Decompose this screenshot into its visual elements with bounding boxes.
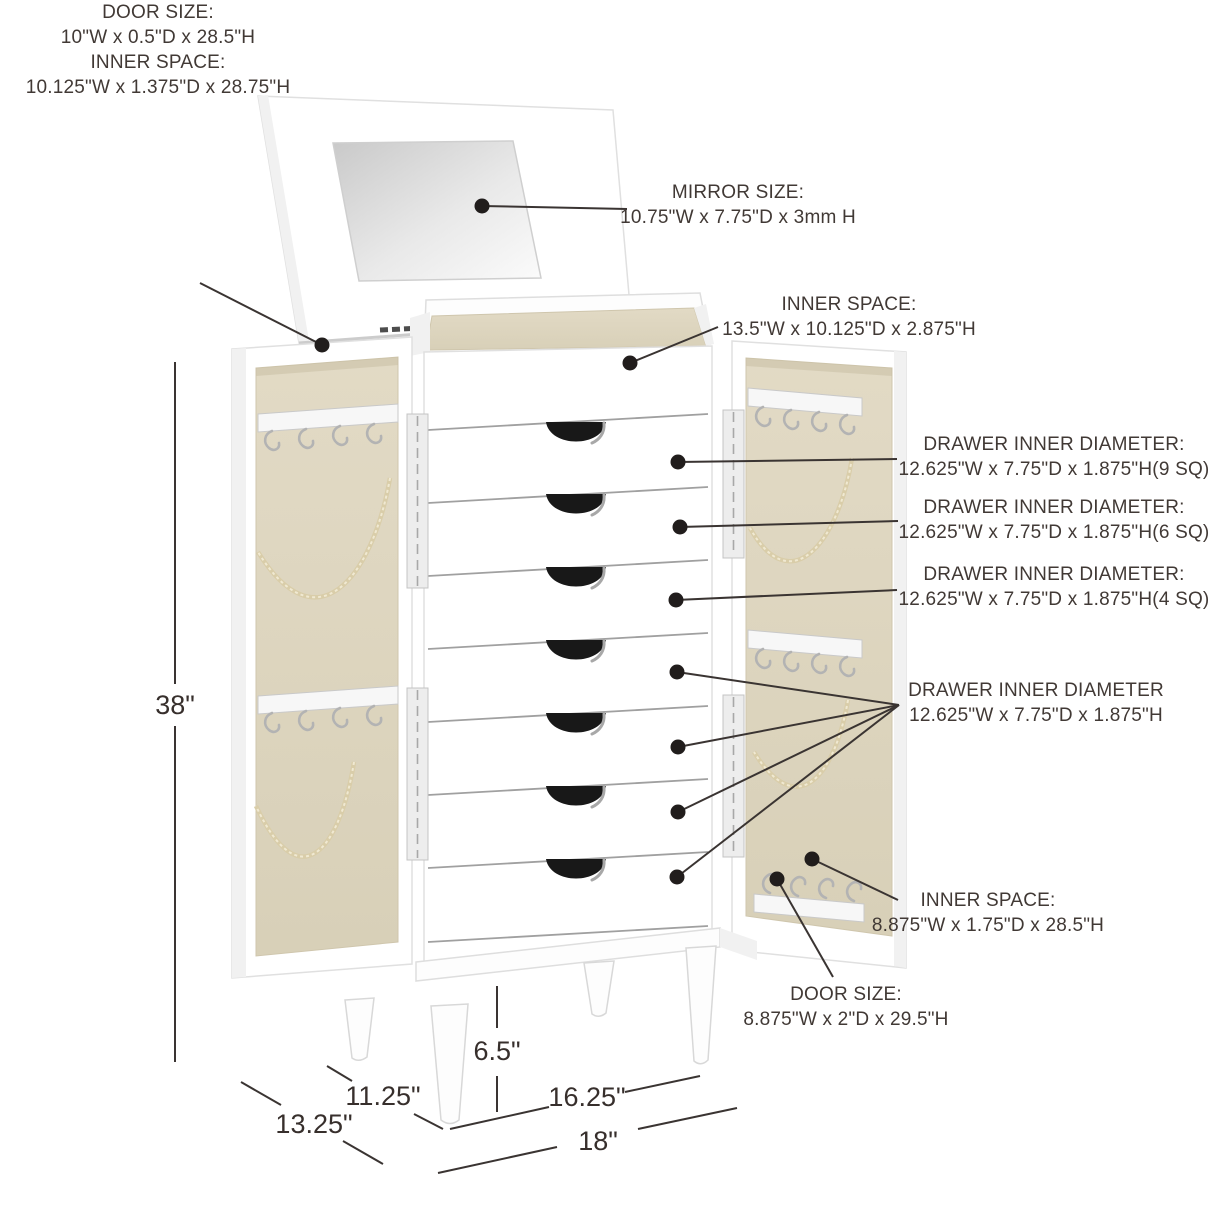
- drawer-front: [427, 486, 709, 517]
- drawer-front: [427, 632, 709, 663]
- callout-inner-space-top: INNER SPACE: 13.5"W x 10.125"D x 2.875"H: [689, 292, 1009, 342]
- callout-title: DRAWER INNER DIAMETER:: [923, 497, 1185, 518]
- callout-title: INNER SPACE:: [781, 294, 917, 315]
- callout-drawer-6sq: DRAWER INNER DIAMETER: 12.625"W x 7.75"D…: [894, 495, 1214, 545]
- callout-drawer-4sq: DRAWER INNER DIAMETER: 12.625"W x 7.75"D…: [894, 562, 1214, 612]
- dimension-leg-height: 6.5": [473, 1036, 521, 1066]
- necklace-chain: [748, 457, 855, 564]
- callout-title: INNER SPACE:: [90, 52, 226, 73]
- callout-dot: [669, 664, 685, 680]
- hook-rail: [747, 387, 863, 436]
- callout-dot: [622, 355, 638, 371]
- lid-open: [257, 95, 632, 345]
- dimension-total-depth: 13.25": [275, 1109, 353, 1139]
- callout-door-size-side: DOOR SIZE: 8.875"W x 2"D x 29.5"H: [686, 982, 1006, 1032]
- callout-title: DRAWER INNER DIAMETER:: [923, 564, 1185, 585]
- leg: [685, 945, 717, 1065]
- callout-dot: [769, 871, 785, 887]
- dimension-height: 38": [155, 690, 195, 720]
- hinge: [406, 413, 429, 589]
- dimension-front-width: 16.25": [548, 1082, 626, 1112]
- dimension-lines: [174, 362, 738, 1174]
- callout-value: 13.5"W x 10.125"D x 2.875"H: [722, 319, 976, 340]
- callout-dot: [672, 519, 688, 535]
- callout-dot: [670, 804, 686, 820]
- dimension-total-width: 18": [578, 1126, 618, 1156]
- drawer-front: [427, 778, 709, 809]
- drawer-front: [427, 705, 709, 736]
- callout-lines: [199, 198, 900, 978]
- callout-value: 12.625"W x 7.75"D x 1.875"H(9 SQ): [898, 459, 1210, 480]
- callout-value: 10.125"W x 1.375"D x 28.75"H: [25, 77, 291, 98]
- callout-dot: [669, 869, 685, 885]
- left-door: [231, 336, 413, 979]
- callout-title: DRAWER INNER DIAMETER: [908, 680, 1164, 701]
- hook-rail: [753, 872, 865, 923]
- callout-title: DRAWER INNER DIAMETER:: [923, 434, 1185, 455]
- lid-edge: [258, 95, 309, 343]
- hook-rail: [257, 403, 399, 452]
- callout-value: 10"W x 0.5"D x 28.5"H: [60, 27, 256, 48]
- hinge: [722, 409, 745, 559]
- callout-value: 12.625"W x 7.75"D x 1.875"H(6 SQ): [898, 522, 1210, 543]
- callout-drawer-plain: DRAWER INNER DIAMETER 12.625"W x 7.75"D …: [876, 678, 1196, 728]
- callout-dot: [474, 198, 490, 214]
- drawer-front: [427, 851, 709, 882]
- mirror: [332, 140, 542, 282]
- callout-dot: [804, 851, 820, 867]
- necklace-chain: [752, 699, 851, 789]
- leg: [344, 997, 375, 1061]
- callout-value: 8.875"W x 2"D x 29.5"H: [743, 1009, 949, 1030]
- cabinet-body: [423, 345, 713, 963]
- callout-mirror-size: MIRROR SIZE: 10.75"W x 7.75"D x 3mm H: [578, 180, 898, 230]
- callout-dot: [668, 592, 684, 608]
- callout-title: INNER SPACE:: [920, 890, 1056, 911]
- callout-dot: [670, 739, 686, 755]
- callout-title: MIRROR SIZE:: [671, 182, 805, 203]
- callout-dot: [670, 454, 686, 470]
- callout-value: 12.625"W x 7.75"D x 1.875"H(4 SQ): [898, 589, 1210, 610]
- necklace-chain: [253, 761, 357, 859]
- hook-rail: [257, 685, 399, 734]
- callout-door-size-top: DOOR SIZE: 10"W x 0.5"D x 28.5"H INNER S…: [0, 0, 316, 100]
- callout-value: 10.75"W x 7.75"D x 3mm H: [620, 207, 856, 228]
- callout-dot: [314, 337, 330, 353]
- callout-inner-space-side: INNER SPACE: 8.875"W x 1.75"D x 28.5"H: [828, 888, 1148, 938]
- necklace-chain: [256, 477, 393, 600]
- leg: [583, 960, 615, 1017]
- hinge: [406, 687, 429, 861]
- top-compartment: [410, 292, 714, 356]
- left-door-interior: [255, 356, 399, 957]
- callout-value: 8.875"W x 1.75"D x 28.5"H: [871, 915, 1105, 936]
- callout-title: DOOR SIZE:: [790, 984, 902, 1005]
- drawer-front: [427, 559, 709, 590]
- callout-title: DOOR SIZE:: [102, 2, 214, 23]
- base-platform: [415, 927, 757, 982]
- dimension-side-depth: 11.25": [345, 1081, 421, 1111]
- right-door: [731, 340, 907, 969]
- callout-drawer-9sq: DRAWER INNER DIAMETER: 12.625"W x 7.75"D…: [894, 432, 1214, 482]
- hook-rail: [747, 629, 863, 678]
- leg: [430, 1003, 469, 1125]
- callout-value: 12.625"W x 7.75"D x 1.875"H: [909, 705, 1163, 726]
- drawer-front: [427, 413, 709, 445]
